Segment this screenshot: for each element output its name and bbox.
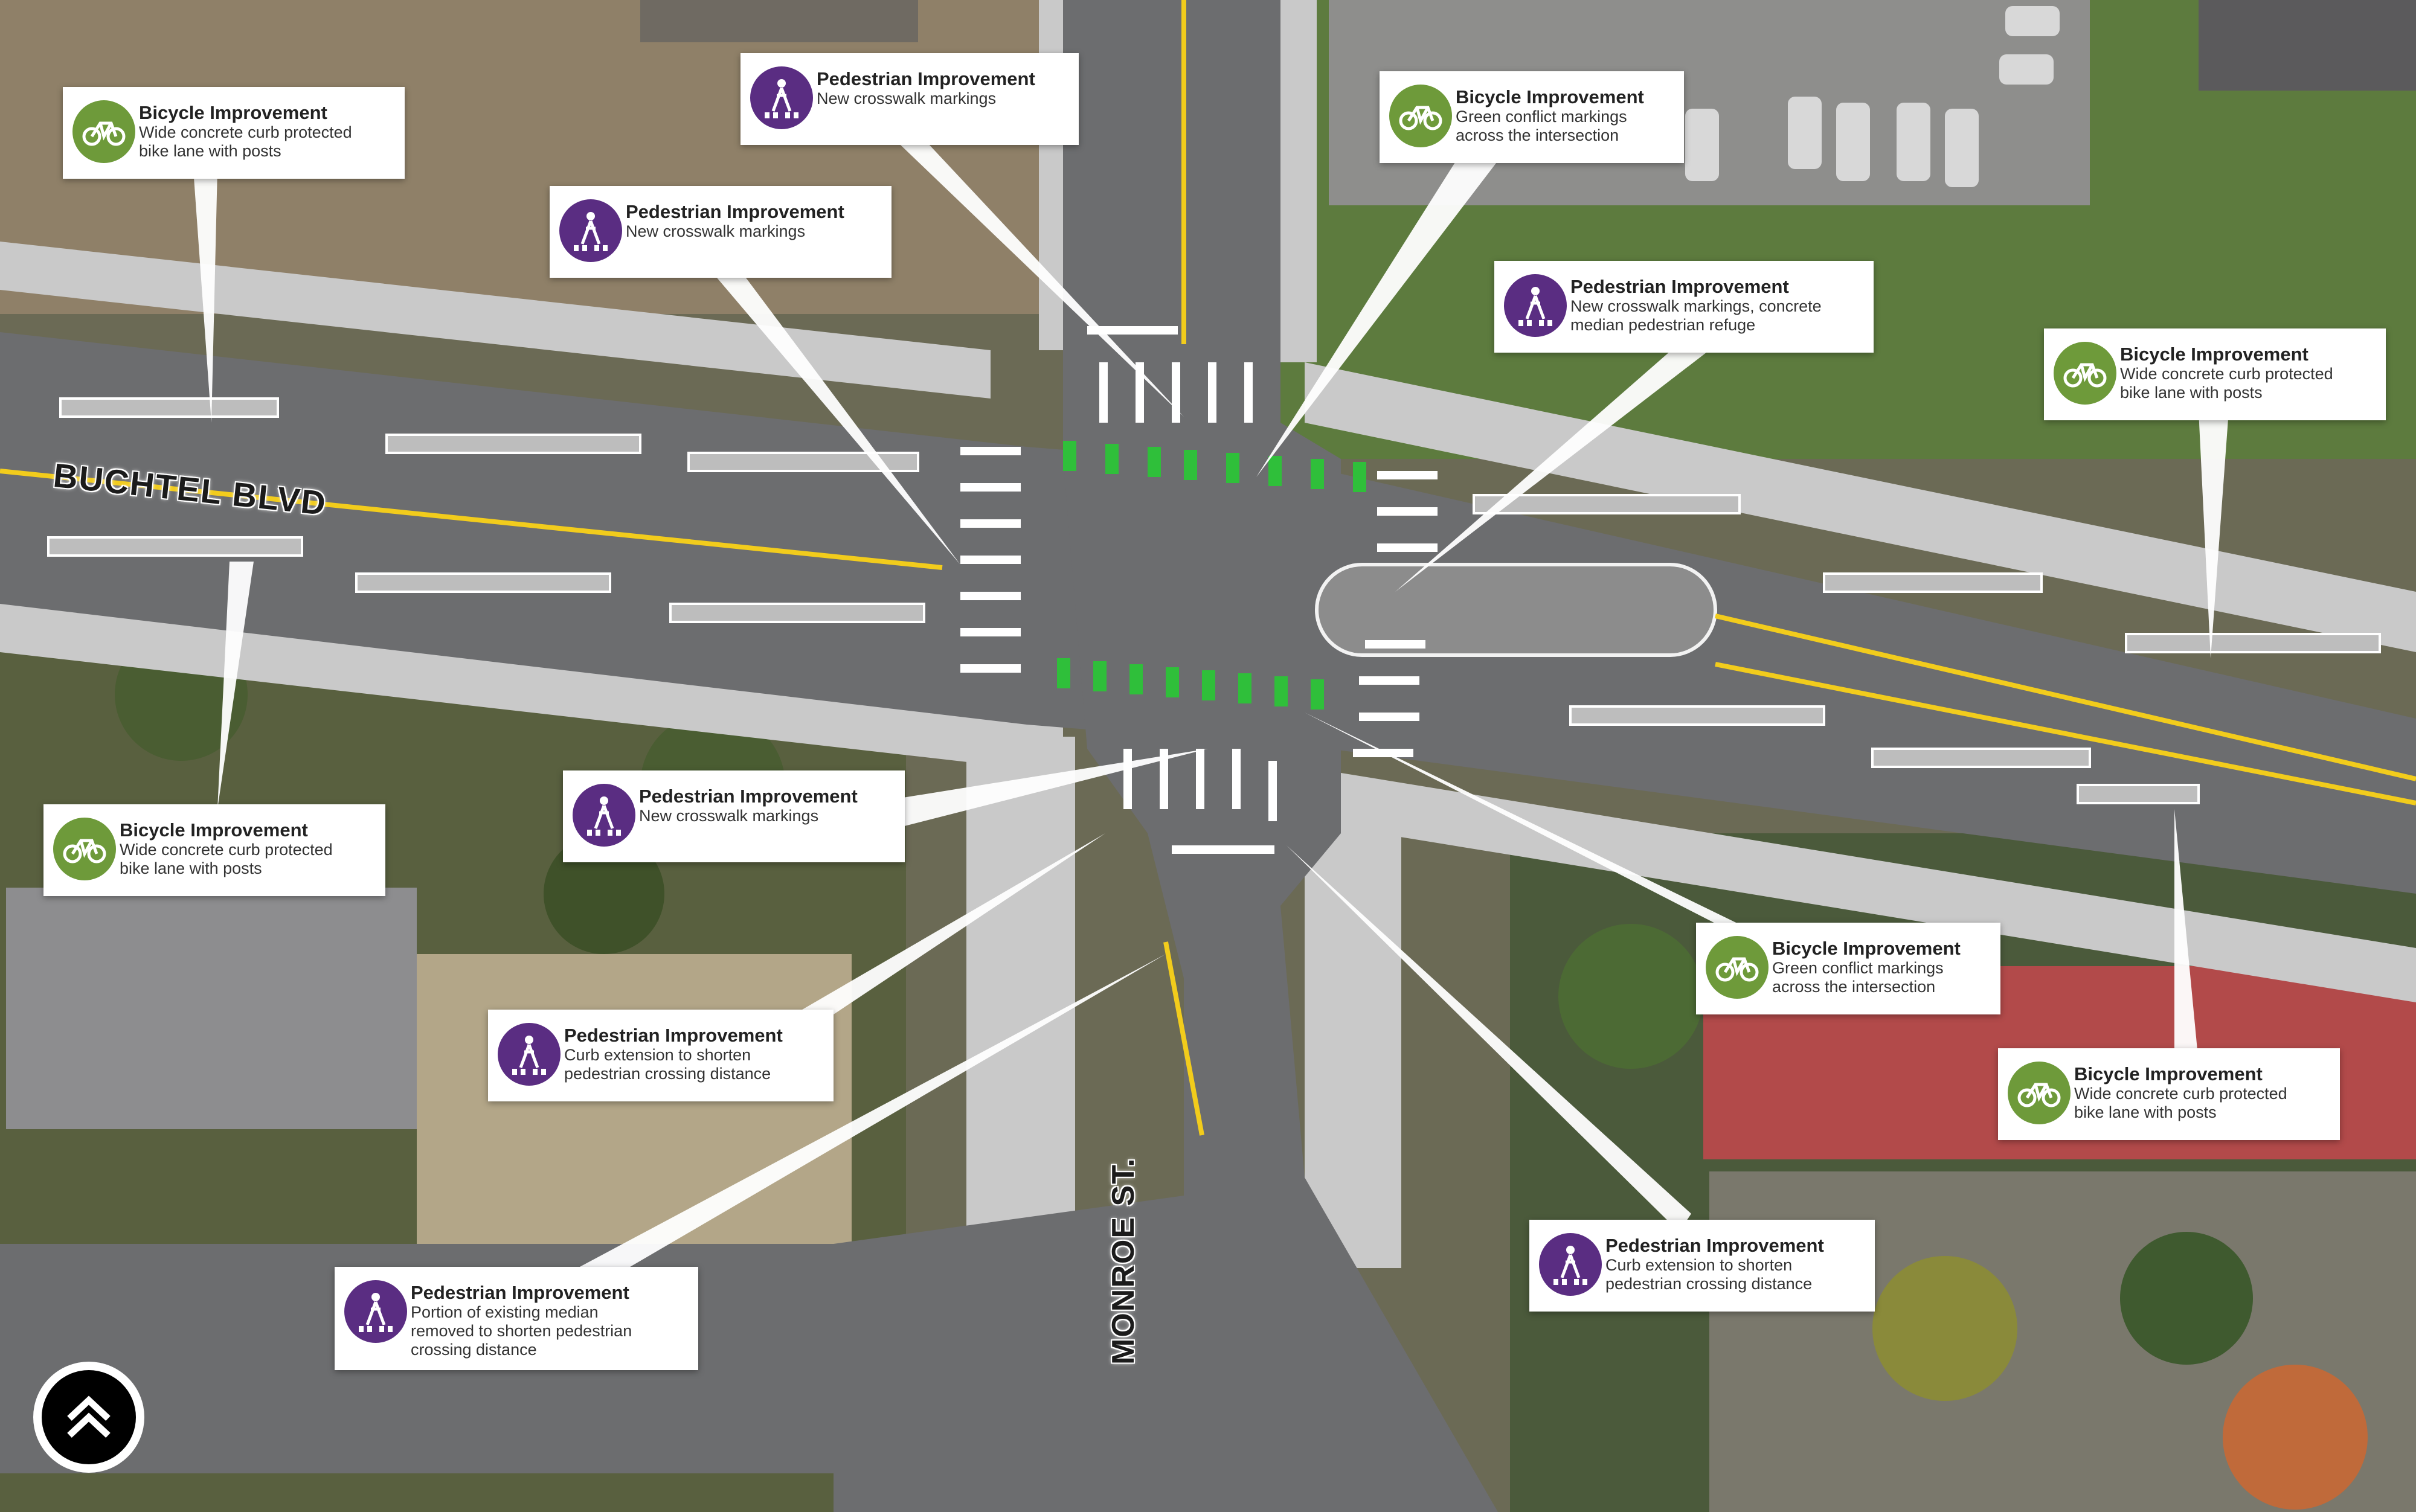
callout-badge	[72, 100, 135, 163]
crosswalk-west	[960, 447, 1021, 673]
bicycle-icon	[1715, 957, 1759, 982]
callout-title: Bicycle Improvement	[1772, 938, 1961, 959]
callout-pedestrian-improvement: Pedestrian Improvement New crosswalk mar…	[1494, 261, 1874, 353]
callout-pedestrian-improvement: Pedestrian Improvement Curb extension to…	[488, 1010, 834, 1101]
callout-description: Curb extension to shorten pedestrian cro…	[1605, 1256, 1813, 1293]
callout-description: Curb extension to shorten pedestrian cro…	[564, 1046, 771, 1083]
callout-description: Wide concrete curb protected bike lane w…	[139, 123, 352, 160]
median-refuge	[1315, 563, 1717, 657]
callout-bicycle-improvement: Bicycle Improvement Wide concrete curb p…	[43, 804, 385, 896]
tree	[1872, 1256, 2017, 1401]
callout-badge	[559, 199, 622, 262]
building-roof	[2199, 0, 2416, 91]
monroe-st-label: MONROE ST.	[1106, 1157, 1141, 1365]
callout-pedestrian-improvement: Pedestrian Improvement Curb extension to…	[1529, 1220, 1875, 1312]
pedestrian-crosswalk-icon	[359, 1293, 393, 1332]
green-conflict-markings	[1057, 441, 1366, 710]
tree	[2223, 1365, 2368, 1510]
bicycle-icon	[82, 121, 126, 146]
callout-badge	[1504, 274, 1567, 337]
callout-badge	[1389, 85, 1452, 147]
callout-description: New crosswalk markings	[639, 807, 819, 825]
pedestrian-crosswalk-icon	[1518, 287, 1552, 326]
callout-badge	[53, 818, 116, 880]
tree	[1558, 924, 1703, 1069]
callout-bicycle-improvement: Bicycle Improvement Green conflict marki…	[1696, 923, 2000, 1014]
building-roof	[6, 888, 417, 1129]
pedestrian-crosswalk-icon	[587, 796, 621, 836]
callout-badge	[1706, 936, 1769, 999]
pedestrian-crosswalk-icon	[1553, 1246, 1587, 1285]
callout-title: Bicycle Improvement	[1456, 86, 1644, 107]
callout-title: Bicycle Improvement	[2074, 1063, 2263, 1084]
callout-title: Bicycle Improvement	[2120, 344, 2308, 365]
callout-pedestrian-improvement: Pedestrian Improvement Portion of existi…	[335, 1267, 698, 1370]
bicycle-icon	[1399, 106, 1442, 130]
callout-title: Pedestrian Improvement	[639, 786, 858, 807]
crosswalk-north	[1087, 326, 1253, 423]
callout-title: Pedestrian Improvement	[817, 68, 1035, 89]
callout-pointers	[193, 133, 2229, 1310]
tree	[544, 833, 664, 954]
callout-badge	[2054, 342, 2116, 405]
bicycle-icon	[63, 839, 106, 863]
pedestrian-crosswalk-icon	[512, 1036, 546, 1075]
callout-badge	[344, 1280, 407, 1343]
callout-bicycle-improvement: Bicycle Improvement Wide concrete curb p…	[2044, 328, 2386, 420]
callout-description: Wide concrete curb protected bike lane w…	[2120, 365, 2333, 402]
callout-badge	[573, 784, 635, 847]
callout-pedestrian-improvement: Pedestrian Improvement New crosswalk mar…	[741, 53, 1079, 145]
callout-title: Bicycle Improvement	[139, 102, 327, 123]
brand-logo	[33, 1362, 144, 1473]
bicycle-icon	[2063, 363, 2107, 388]
callout-title: Bicycle Improvement	[120, 819, 308, 841]
callout-title: Pedestrian Improvement	[1570, 276, 1789, 297]
callout-pedestrian-improvement: Pedestrian Improvement New crosswalk mar…	[563, 770, 905, 862]
pedestrian-crosswalk-icon	[574, 212, 608, 251]
callout-bicycle-improvement: Bicycle Improvement Green conflict marki…	[1380, 71, 1684, 163]
callout-badge	[2008, 1062, 2071, 1124]
callout-title: Pedestrian Improvement	[626, 201, 844, 222]
callout-description: New crosswalk markings, concrete median …	[1570, 297, 1822, 334]
center-lines	[0, 0, 2416, 1136]
double-chevron-up-icon	[67, 1395, 111, 1438]
crosswalk-east	[1353, 471, 1438, 757]
callout-badge	[1539, 1233, 1602, 1296]
callout-bicycle-improvement: Bicycle Improvement Wide concrete curb p…	[63, 87, 405, 179]
callout-description: Wide concrete curb protected bike lane w…	[2074, 1084, 2287, 1121]
pedestrian-crosswalk-icon	[765, 79, 798, 118]
callout-title: Pedestrian Improvement	[411, 1282, 629, 1303]
callout-bicycle-improvement: Bicycle Improvement Wide concrete curb p…	[1998, 1048, 2340, 1140]
callout-badge	[750, 66, 813, 129]
parked-cars	[1685, 6, 2060, 187]
callout-title: Pedestrian Improvement	[564, 1025, 783, 1046]
callout-description: New crosswalk markings	[626, 222, 806, 240]
yard	[417, 954, 852, 1268]
callout-title: Pedestrian Improvement	[1605, 1235, 1824, 1256]
callout-badge	[498, 1023, 561, 1086]
logo-badge	[42, 1370, 136, 1464]
callout-description: Wide concrete curb protected bike lane w…	[120, 841, 333, 877]
building-roof	[640, 0, 918, 42]
bike-lane-buffers	[47, 397, 2381, 804]
callout-description: Green conflict markings across the inter…	[1772, 959, 1944, 996]
bicycle-icon	[2017, 1083, 2061, 1107]
callout-description: Portion of existing median removed to sh…	[411, 1303, 632, 1359]
callout-description: New crosswalk markings	[817, 89, 997, 107]
tree	[2120, 1232, 2253, 1365]
callout-description: Green conflict markings across the inter…	[1456, 107, 1627, 144]
monroe-st-roadway	[834, 1196, 1184, 1512]
callout-pedestrian-improvement: Pedestrian Improvement New crosswalk mar…	[550, 186, 892, 278]
